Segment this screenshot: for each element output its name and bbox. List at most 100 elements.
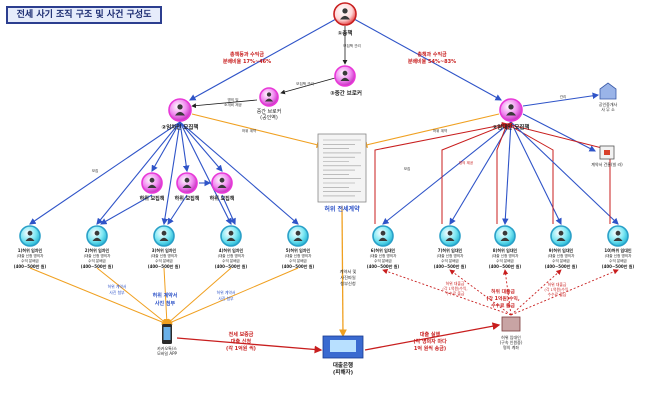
person-icon <box>508 104 514 110</box>
mobile-app-icon <box>162 324 172 344</box>
edge-group-row-2 <box>502 269 512 316</box>
lessee-label-1: 1)허위 임차인 <box>18 247 43 253</box>
edge-boss-lessor <box>344 13 502 101</box>
edge-boss-lessee <box>189 13 346 101</box>
edge-group-row-1 <box>449 269 512 316</box>
edge-label-mid-mid: 모집책 관리 <box>296 81 314 86</box>
edge-label-recruit-left: 모집 <box>92 168 99 173</box>
edge-row-app-1 <box>96 267 168 325</box>
edge-label-right-share-2: 분배비율 54%~83% <box>408 58 456 65</box>
person-icon-body <box>293 237 303 241</box>
lessor-line4-5: (400~500만 원) <box>602 263 635 269</box>
node-lessor-2 <box>439 225 461 247</box>
person-icon <box>502 230 508 236</box>
person-icon-body <box>340 15 350 20</box>
edge-label-mid-lessee-2: 소개비 제공 <box>224 102 242 107</box>
lessee-line2-5: (대출 신청 명의자 <box>285 253 313 258</box>
lessee-line3-1: 수익 분배금 <box>21 258 39 263</box>
edge-lessee-sub-1 <box>179 121 190 173</box>
node-sub-recruiter-c <box>211 172 233 194</box>
edge-label-app-send-6: 사진 첨부 <box>155 300 176 307</box>
edge-group-row-4 <box>510 269 619 316</box>
edge-label-loan-right-3: 수수료 출금 <box>548 292 567 297</box>
lessee-line2-2: (대출 신청 명의자 <box>84 253 112 258</box>
lessee-label-2: 2)허위 임차인 <box>85 247 110 253</box>
edge-label-loan-mid-3: 수수료 출금 <box>491 302 515 309</box>
person-icon-body <box>217 184 227 188</box>
person-icon <box>266 92 272 97</box>
edge-mid3-mid2 <box>280 77 336 95</box>
node-lessor-2-circle <box>439 225 461 247</box>
label-realtor-a: 공인중개사 <box>599 101 618 107</box>
label-bank-a: 대출은행 <box>333 361 353 369</box>
person-icon-body <box>159 237 169 241</box>
person-icon-body <box>264 98 274 102</box>
edge-label-left-share-1: 총책등과 수익금 <box>230 51 264 58</box>
edge-label-bank-provide-1: 계약서 및 <box>340 268 357 275</box>
edge-row-app-2 <box>163 267 170 325</box>
person-icon <box>94 230 100 236</box>
person-icon-body <box>506 111 516 116</box>
node-lessee-5-circle <box>287 225 309 247</box>
lessor-line3-4: 수익 분배금 <box>552 258 570 263</box>
node-lessor-3 <box>494 225 516 247</box>
lessee-line2-3: (대출 신청 명의자 <box>151 253 179 258</box>
edges-layer <box>29 13 619 354</box>
edge-label-loan-apply-3: (각 1억원 씩) <box>226 345 256 352</box>
edge-lessor-cdoc <box>522 113 596 152</box>
label-boss: ①총책 <box>338 29 353 37</box>
node-lessor-4-circle <box>550 225 572 247</box>
edge-label-app-send-4: 사진 첨부 <box>218 296 234 301</box>
label-app-a: 카카오톡/스 <box>157 345 177 351</box>
lessor-line4-1: (400~500만 원) <box>367 263 400 269</box>
edge-label-loan-left-2: (각 1억원)수익, <box>442 286 467 291</box>
edge-label-lessee-contract: 허위 계약 <box>242 128 257 133</box>
label-lessor-group-b: (구속 인원중) <box>500 339 523 345</box>
label-sub-recruiter-b: 하위 모집책 <box>175 195 200 202</box>
edge-lessee-row-3 <box>179 121 232 225</box>
lessee-label-4: 4)허위 임차인 <box>219 247 244 253</box>
person-icon <box>184 177 190 183</box>
lessee-line3-4: 수익 분배금 <box>222 258 240 263</box>
lessee-line3-5: 수익 분배금 <box>289 258 307 263</box>
edge-label-app-send-3: 허위 계약서 <box>217 290 236 295</box>
edge-row-lessor-red-3 <box>506 123 554 224</box>
person-icon <box>219 177 225 183</box>
edge-label-provide: 명의 제공 <box>459 160 474 165</box>
edge-row-app-4 <box>166 267 299 325</box>
person-icon-body <box>378 237 388 241</box>
lessor-label-1: 6)허위 임대인 <box>371 247 396 253</box>
person-icon <box>342 8 348 14</box>
edge-label-loan-apply-1: 전세 보증금 <box>229 331 254 338</box>
node-lessee-recruiter-circle <box>168 98 192 122</box>
edge-group-row-0 <box>382 268 512 316</box>
person-icon-body <box>25 237 35 241</box>
label-contract-building: 계약서 건물(빌 라) <box>591 161 623 167</box>
label-lessor-group-c: 명의 계좌 <box>503 344 519 350</box>
node-mid-broker-2-circle <box>259 87 279 107</box>
atm-screen-icon <box>330 340 356 352</box>
node-lessee-4 <box>220 225 242 247</box>
edge-subC-row <box>221 194 236 226</box>
label-lessor-recruiter: ②임대인 모집책 <box>493 123 530 131</box>
edge-lessee-row-4 <box>179 121 299 225</box>
edge-label-loan-exec-3: 1억 원씩 송금) <box>414 345 446 352</box>
edge-lessor-row-0 <box>382 121 512 225</box>
edge-lessor-row-2 <box>502 121 512 226</box>
lessee-line4-4: (400~500만 원) <box>215 263 248 269</box>
nodes-layer <box>19 2 629 359</box>
edge-label-bank-provide-2: 사진파일 <box>340 274 356 281</box>
person-icon <box>27 230 33 236</box>
lessee-line2-1: (대출 신청 명의자 <box>17 253 45 258</box>
lessor-line2-1: (대출 신청 명의자 <box>370 253 398 258</box>
label-fake-contract: 허위 전세계약 <box>324 205 360 213</box>
person-icon-body <box>556 237 566 241</box>
edge-label-mid-lessee-1: 명의 및 <box>227 97 239 102</box>
bank-atm-icon <box>322 335 364 359</box>
edge-lessee-doc <box>191 113 324 148</box>
lessee-line4-3: (400~500만 원) <box>148 263 181 269</box>
person-icon <box>295 230 301 236</box>
node-lessor-3-circle <box>494 225 516 247</box>
lessee-line4-1: (400~500만 원) <box>14 263 47 269</box>
